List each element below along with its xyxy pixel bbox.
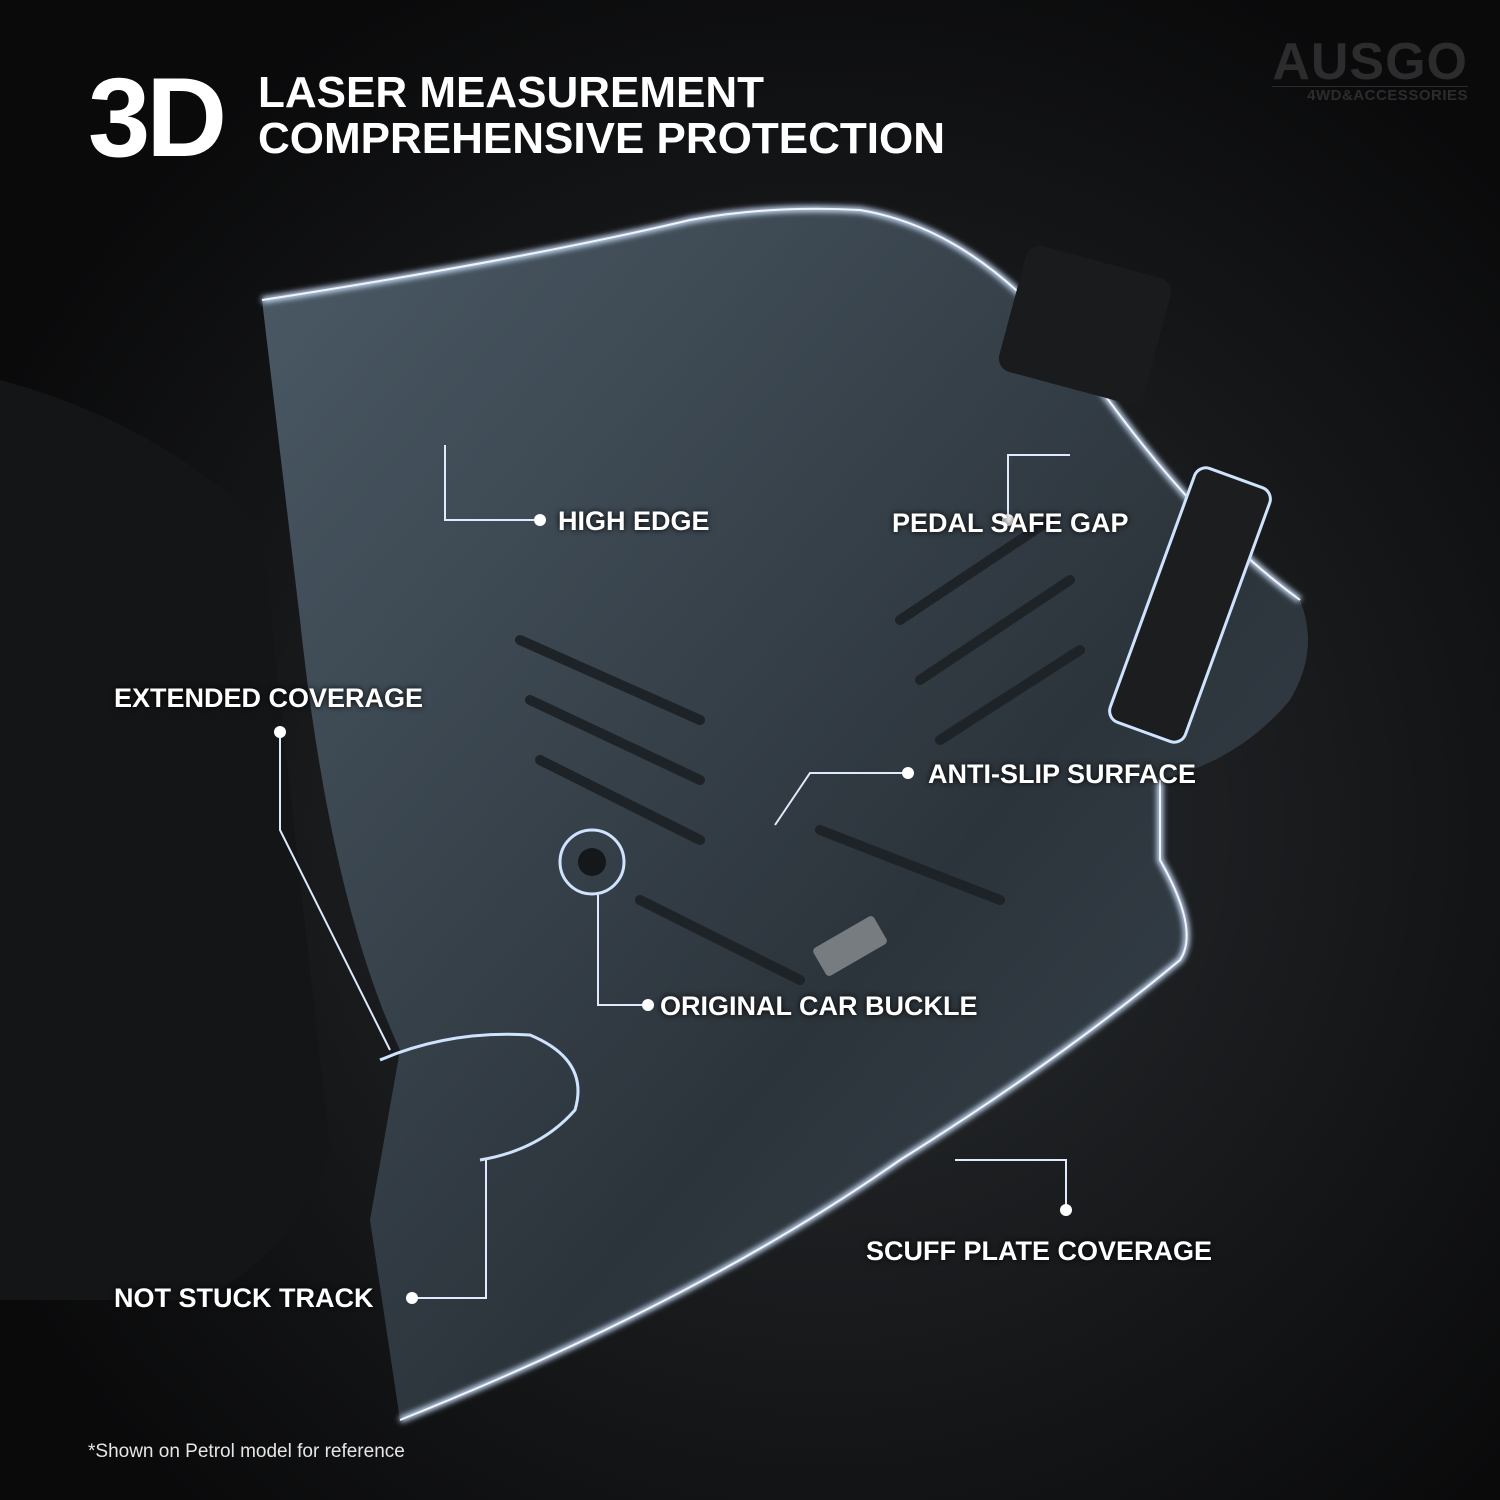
headline: LASER MEASUREMENT COMPREHENSIVE PROTECTI… [258, 70, 945, 162]
mat-outline [261, 207, 1301, 1421]
callout-lines [279, 445, 1070, 1299]
callout-anti-slip-surface: ANTI-SLIP SURFACE [928, 759, 1197, 789]
headline-3d: 3D [88, 55, 227, 180]
callout-dots [274, 514, 1072, 1304]
headline-line1: LASER MEASUREMENT [258, 68, 765, 117]
car-buckle [578, 848, 606, 876]
badge-plate [813, 916, 887, 976]
footnote: *Shown on Petrol model for reference [88, 1441, 405, 1462]
headline-line2: COMPREHENSIVE PROTECTION [258, 114, 945, 163]
brand-name: AUSGO [1272, 33, 1468, 91]
car-buckle-ring [558, 828, 626, 896]
callout-scuff-plate-coverage: SCUFF PLATE COVERAGE [866, 1236, 1213, 1266]
callout-not-stuck-track: NOT STUCK TRACK [114, 1283, 374, 1313]
seat-track-outline [379, 1032, 580, 1162]
callout-high-edge: HIGH EDGE [558, 506, 710, 536]
callout-extended-coverage: EXTENDED COVERAGE [114, 683, 424, 713]
accelerator-pedal [1108, 466, 1272, 744]
seat-shape [0, 380, 330, 1300]
brand-logo: AUSGO 4WD&ACCESSORIES [1272, 33, 1468, 104]
brand-tagline: 4WD&ACCESSORIES [1272, 86, 1468, 104]
callout-original-car-buckle: ORIGINAL CAR BUCKLE [660, 991, 978, 1021]
anti-slip-grooves [515, 515, 1085, 985]
callout-pedal-safe-gap: PEDAL SAFE GAP [892, 508, 1129, 538]
floor-mat [262, 208, 1308, 1420]
brake-pedal [998, 245, 1172, 405]
